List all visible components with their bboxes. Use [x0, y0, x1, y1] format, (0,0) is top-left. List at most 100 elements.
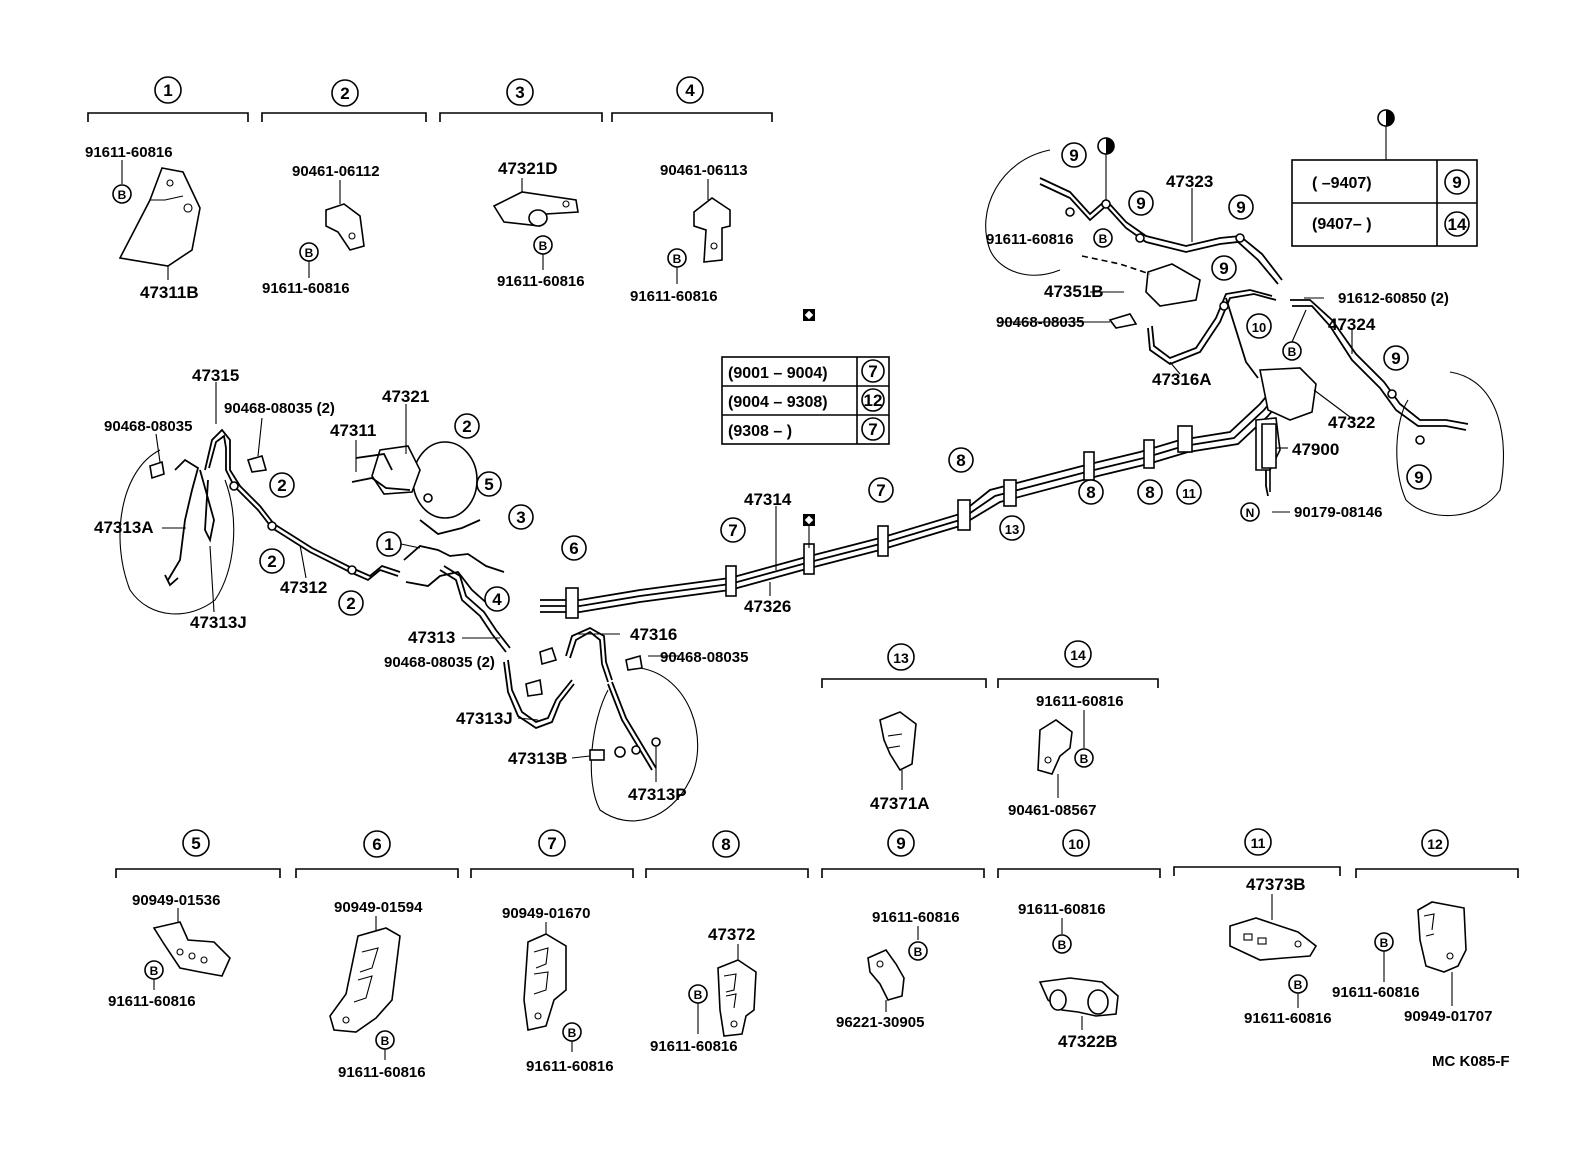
group-12: 12 B 91611-60816 90949-01707 [1332, 829, 1519, 1025]
svg-text:7: 7 [868, 362, 877, 381]
svg-text:7: 7 [728, 521, 737, 540]
svg-text:11: 11 [1251, 835, 1266, 851]
leader-lines [155, 188, 1355, 721]
svg-text:90468-08035: 90468-08035 [104, 418, 192, 435]
group-4-parts: 90461-06113 B 91611-60816 [630, 162, 748, 305]
svg-text:2: 2 [346, 594, 355, 613]
svg-text:91611-60816: 91611-60816 [986, 231, 1074, 248]
svg-text:90468-08035: 90468-08035 [996, 314, 1084, 331]
svg-text:4: 4 [492, 590, 502, 609]
group-9: 9 91611-60816 B 96221-30905 [821, 829, 985, 1031]
svg-text:90949-01536: 90949-01536 [132, 892, 220, 909]
svg-text:47324: 47324 [1328, 315, 1376, 334]
svg-text:(9308 – ): (9308 – ) [728, 423, 792, 440]
svg-text:7: 7 [868, 420, 877, 439]
main-brake-lines [119, 137, 1505, 822]
svg-text:90468-08035: 90468-08035 [660, 649, 748, 666]
svg-text:91611-60816: 91611-60816 [1036, 693, 1124, 710]
svg-text:11: 11 [1182, 486, 1196, 501]
svg-text:B: B [305, 246, 314, 260]
svg-text:90468-08035 (2): 90468-08035 (2) [224, 400, 335, 417]
svg-text:3: 3 [515, 83, 524, 102]
group-2-parts: 90461-06112 B 91611-60816 [262, 163, 380, 297]
svg-text:14: 14 [1070, 647, 1086, 663]
svg-text:47322B: 47322B [1058, 1032, 1118, 1051]
svg-text:B: B [1080, 752, 1089, 766]
svg-text:47313B: 47313B [508, 749, 568, 768]
group-4-header: 4 [611, 76, 773, 122]
svg-text:9: 9 [1391, 349, 1400, 368]
group-14: 14 91611-60816 B 90461-08567 [997, 640, 1159, 819]
svg-text:4: 4 [685, 81, 695, 100]
svg-text:91611-60816: 91611-60816 [108, 993, 196, 1010]
svg-text:10: 10 [1252, 320, 1266, 335]
svg-text:91611-60816: 91611-60816 [526, 1058, 614, 1075]
svg-text:3: 3 [516, 508, 525, 527]
svg-text:47313A: 47313A [94, 518, 154, 537]
main-labels: 47315 90468-08035 90468-08035 (2) 47313A… [94, 172, 1449, 804]
svg-text:8: 8 [1145, 483, 1154, 502]
svg-text:47323: 47323 [1166, 172, 1213, 191]
svg-text:( –9407): ( –9407) [1312, 175, 1372, 192]
svg-text:47373B: 47373B [1246, 875, 1306, 894]
svg-text:91611-60816: 91611-60816 [650, 1038, 738, 1055]
group-6: 6 90949-01594 B 91611-60816 [295, 830, 459, 1081]
svg-text:B: B [1058, 938, 1067, 952]
svg-text:10: 10 [1068, 836, 1084, 852]
group-13: 13 47371A [821, 643, 987, 813]
svg-text:91611-60816: 91611-60816 [1018, 901, 1106, 918]
svg-text:14: 14 [1448, 215, 1467, 234]
group-3-header: 3 [439, 78, 603, 122]
svg-text:12: 12 [1427, 836, 1443, 852]
svg-text:9: 9 [1219, 259, 1228, 278]
svg-text:B: B [1380, 936, 1389, 950]
group-3-parts: 47321D B 91611-60816 [492, 159, 585, 290]
svg-text:B: B [1099, 232, 1108, 246]
svg-text:9: 9 [1414, 468, 1423, 487]
main-callouts: 2 2 2 2 1 5 3 4 6 7 7 8 13 8 8 11 9 9 9 … [259, 142, 1432, 616]
svg-text:1: 1 [163, 81, 172, 100]
svg-text:90461-06113: 90461-06113 [660, 162, 748, 179]
svg-text:90461-06112: 90461-06112 [292, 163, 380, 180]
svg-text:47316: 47316 [630, 625, 677, 644]
svg-text:91611-60816: 91611-60816 [85, 144, 173, 161]
svg-text:(9001 – 9004): (9001 – 9004) [728, 365, 828, 382]
svg-text:B: B [150, 964, 159, 978]
svg-text:91611-60816: 91611-60816 [497, 273, 585, 290]
svg-text:9: 9 [896, 834, 905, 853]
group-7: 7 90949-01670 B 91611-60816 [470, 829, 634, 1075]
group-1-header: 1 [87, 76, 249, 122]
svg-text:12: 12 [864, 391, 883, 410]
diagram-code: MC K085-F [1432, 1053, 1510, 1070]
svg-text:91611-60816: 91611-60816 [1332, 984, 1420, 1001]
svg-text:9: 9 [1069, 146, 1078, 165]
svg-text:91611-60816: 91611-60816 [630, 288, 718, 305]
svg-text:9: 9 [1136, 194, 1145, 213]
svg-text:(9407– ): (9407– ) [1312, 216, 1372, 233]
svg-text:91611-60816: 91611-60816 [872, 909, 960, 926]
svg-text:47321D: 47321D [498, 159, 558, 178]
svg-text:91611-60816: 91611-60816 [338, 1064, 426, 1081]
svg-text:47313P: 47313P [628, 785, 687, 804]
svg-text:90461-08567: 90461-08567 [1008, 802, 1096, 819]
svg-text:8: 8 [956, 451, 965, 470]
diamond-legend-table: (9001 – 9004) (9004 – 9308) (9308 – ) 7 … [721, 309, 890, 445]
svg-text:47322: 47322 [1328, 413, 1375, 432]
svg-text:47315: 47315 [192, 366, 239, 385]
svg-text:B: B [1294, 978, 1303, 992]
svg-text:47311: 47311 [330, 421, 376, 440]
svg-text:8: 8 [1086, 483, 1095, 502]
svg-text:7: 7 [547, 834, 556, 853]
svg-text:(9004 – 9308): (9004 – 9308) [728, 394, 828, 411]
svg-text:B: B [381, 1034, 390, 1048]
svg-text:B: B [914, 945, 923, 959]
svg-text:47351B: 47351B [1044, 282, 1104, 301]
group-8: 8 47372 B 91611-60816 [645, 830, 809, 1055]
svg-text:9: 9 [1452, 173, 1461, 192]
svg-text:91612-60850 (2): 91612-60850 (2) [1338, 290, 1449, 307]
svg-text:2: 2 [277, 476, 286, 495]
svg-text:5: 5 [191, 834, 200, 853]
svg-text:91611-60816: 91611-60816 [1244, 1010, 1332, 1027]
